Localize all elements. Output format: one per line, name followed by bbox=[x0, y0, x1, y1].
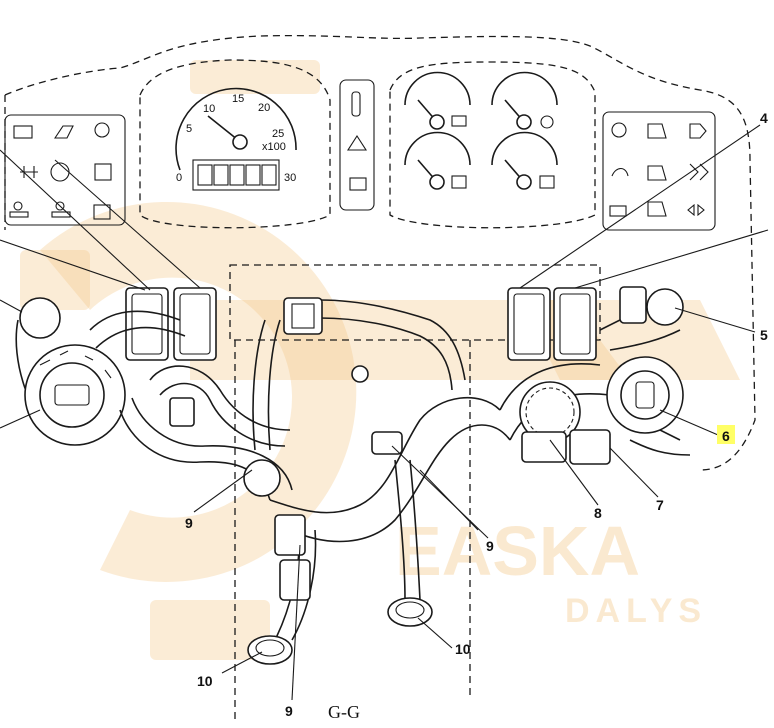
connector-lower-left bbox=[274, 514, 306, 556]
callout-leaders bbox=[0, 124, 769, 701]
callout-8: 8 bbox=[594, 505, 602, 521]
tach-label-10: 10 bbox=[203, 103, 215, 115]
section-label: G-G bbox=[328, 702, 360, 722]
left-indicator-panel bbox=[4, 114, 126, 226]
tach-label-25: 25 bbox=[272, 128, 284, 140]
auxiliary-connector bbox=[619, 286, 647, 324]
switch-module-2 bbox=[173, 287, 217, 361]
rotary-switch-ticks bbox=[39, 350, 112, 379]
watermark-brand: EASKA bbox=[395, 512, 640, 590]
tachometer-hub bbox=[232, 134, 248, 150]
left-panel-icons bbox=[9, 122, 112, 220]
pressure-gauge bbox=[491, 131, 558, 190]
switch-slot bbox=[351, 91, 361, 117]
tach-label-20: 20 bbox=[258, 102, 270, 114]
watermark-sub: DALYS bbox=[565, 592, 707, 630]
callout-6: 6 bbox=[722, 428, 730, 444]
right-indicator-panel bbox=[602, 111, 716, 231]
connector-left bbox=[169, 397, 195, 427]
callout-4: 4 bbox=[760, 110, 768, 126]
clamp-left bbox=[243, 459, 281, 497]
connector-top bbox=[283, 297, 323, 335]
hazard-triangle-icon bbox=[346, 134, 368, 151]
gauge-cluster-housing bbox=[389, 61, 596, 229]
callout-7: 7 bbox=[656, 497, 664, 513]
callout-6-highlight bbox=[717, 425, 735, 444]
dashboard-outline bbox=[4, 34, 756, 471]
tach-label-15: 15 bbox=[232, 93, 244, 105]
callout-9-right: 9 bbox=[486, 538, 494, 554]
auxiliary-switch bbox=[646, 288, 684, 326]
callout-9-left: 9 bbox=[185, 515, 193, 531]
relay-block-8 bbox=[521, 431, 567, 463]
tach-multiplier: x100 bbox=[262, 141, 286, 153]
callout-10-left: 10 bbox=[197, 673, 213, 689]
right-panel-icons bbox=[609, 122, 709, 217]
ignition-key-cylinder bbox=[620, 370, 670, 420]
fuel-gauge bbox=[404, 131, 471, 190]
temperature-gauge bbox=[404, 71, 471, 130]
center-switch-strip bbox=[339, 79, 375, 211]
tach-label-0: 0 bbox=[176, 172, 182, 184]
tach-label-30: 30 bbox=[284, 172, 296, 184]
callout-5: 5 bbox=[760, 327, 768, 343]
switch-module-3 bbox=[507, 287, 551, 361]
light-switch-icon bbox=[349, 177, 367, 191]
callout-10-right: 10 bbox=[455, 641, 471, 657]
connector-lower-center bbox=[279, 559, 311, 601]
oil-gauge bbox=[491, 71, 558, 130]
callout-9-bottom: 9 bbox=[285, 703, 293, 719]
hour-meter-display bbox=[192, 159, 280, 191]
relay-block-7 bbox=[569, 429, 611, 465]
switch-module-1 bbox=[125, 287, 169, 361]
upper-wiring-frame bbox=[229, 264, 601, 341]
tachometer-needle bbox=[207, 115, 239, 141]
rotary-switch-knob bbox=[39, 362, 105, 428]
left-indicator-lamp bbox=[19, 297, 61, 339]
tachometer-housing bbox=[139, 59, 331, 229]
tachometer: 0 5 10 15 20 25 30 x100 bbox=[175, 87, 297, 191]
tach-label-5: 5 bbox=[186, 123, 192, 135]
tachometer-arc bbox=[175, 87, 297, 171]
harness-grommet bbox=[351, 365, 369, 383]
